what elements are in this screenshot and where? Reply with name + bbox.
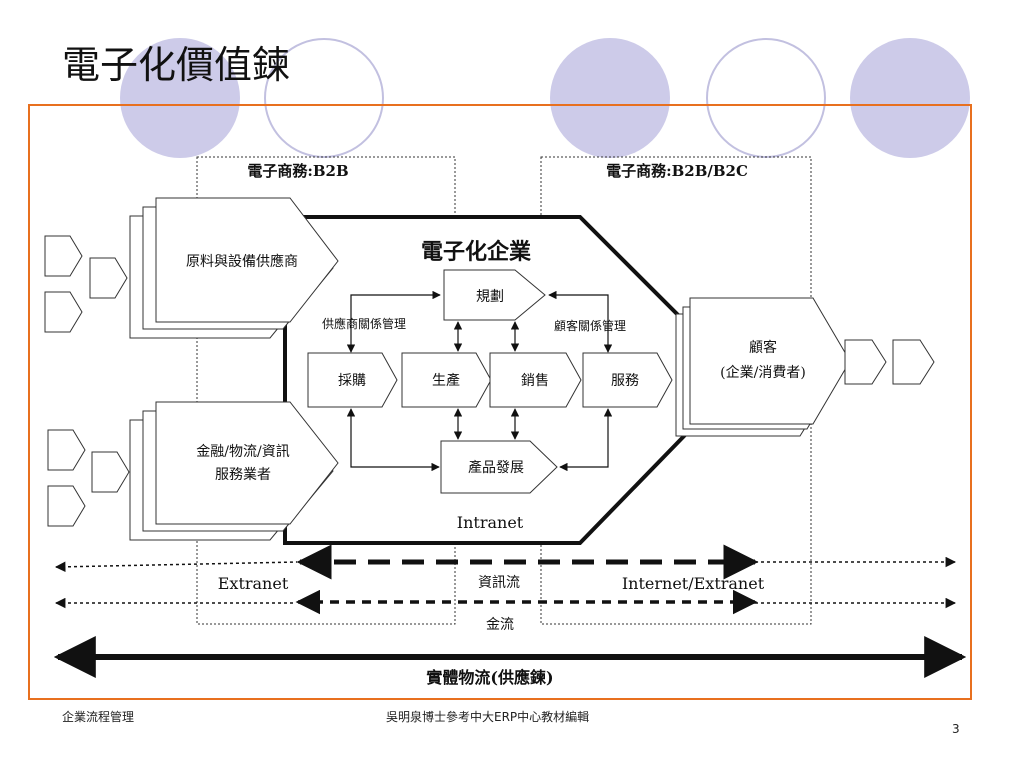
purchasing-box [307, 352, 398, 408]
supplier-stack [129, 197, 339, 339]
service-provider-stack [129, 401, 339, 541]
enterprise-title: 電子化企業 [421, 239, 532, 265]
physical-flow-label: 實體物流(供應鍊) [426, 668, 553, 687]
service-provider-label-2: 服務業者 [215, 467, 271, 483]
service-label: 服務 [611, 373, 639, 389]
supplier-label: 原料與設備供應商 [186, 253, 298, 270]
flow-arrows [53, 544, 967, 678]
supplier-input-arrows [44, 235, 128, 333]
intranet-label: Intranet [457, 513, 524, 532]
slide-title: 電子化價值鍊 [62, 43, 291, 87]
internal-connectors [346, 290, 613, 472]
information-flow-label: 資訊流 [478, 575, 520, 591]
product-development-label: 產品發展 [468, 459, 524, 476]
planning-box [443, 269, 546, 321]
footer-center: 吳明泉博士參考中大ERP中心教材編輯 [386, 710, 590, 724]
decorative-circle-1 [120, 38, 240, 158]
service-input-arrows [47, 429, 130, 527]
crm-label: 顧客關係管理 [554, 318, 626, 333]
decorative-circle-3 [850, 38, 970, 158]
page-number: 3 [952, 722, 960, 736]
zone-b2b-label: 電子商務:B2B [247, 162, 348, 180]
production-box [401, 352, 492, 408]
diagram-frame [28, 104, 972, 700]
customer-stack [675, 297, 851, 437]
service-provider-label-1: 金融/物流/資訊 [196, 444, 289, 460]
purchasing-label: 採購 [338, 373, 366, 389]
production-label: 生產 [432, 372, 460, 389]
customer-output-arrows [844, 339, 935, 385]
service-box [582, 352, 673, 408]
footer-left: 企業流程管理 [62, 710, 135, 724]
b2b-zone [196, 156, 456, 625]
sales-label: 銷售 [521, 373, 549, 389]
srm-label: 供應商關係管理 [322, 316, 406, 331]
planning-label: 規劃 [476, 289, 504, 305]
product-development-box [440, 440, 558, 494]
extranet-label: Extranet [218, 574, 289, 593]
sales-box [489, 352, 582, 408]
internet-extranet-label: Internet/Extranet [622, 574, 765, 593]
money-flow-label: 金流 [486, 617, 514, 633]
zone-b2b2c-label: 電子商務:B2B/B2C [606, 162, 748, 180]
customer-label-1: 顧客 [749, 339, 777, 356]
customer-label-2: (企業/消費者) [720, 364, 806, 381]
extranet-dotted-arrow [54, 561, 298, 573]
decorative-circle-2 [550, 38, 670, 158]
decorative-ring-1 [264, 38, 384, 158]
